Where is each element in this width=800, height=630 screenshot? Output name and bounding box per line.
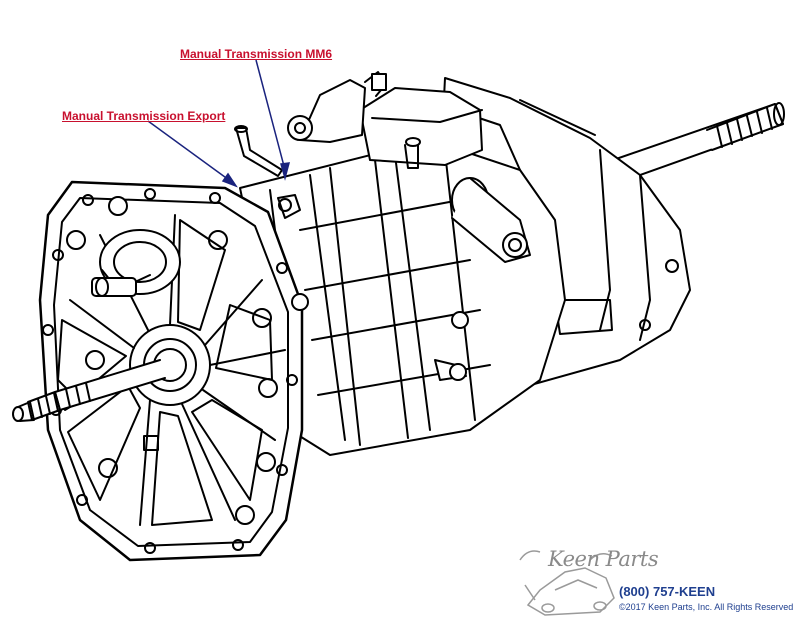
leader-arrow-mm6 — [280, 162, 291, 181]
phone-number: (800) 757-KEEN — [619, 584, 716, 599]
output-shaft — [589, 102, 785, 191]
callout-link-manual-transmission-export[interactable]: Manual Transmission Export — [62, 109, 226, 123]
copyright-notice: ©2017 Keen Parts, Inc. All Rights Reserv… — [619, 602, 794, 612]
bellhousing-flange — [38, 180, 469, 562]
keen-parts-logo: Keen Parts — [548, 547, 659, 571]
shifter-tower — [359, 87, 483, 169]
leader-line-export — [147, 120, 230, 181]
callout-link-manual-transmission-mm6[interactable]: Manual Transmission MM6 — [180, 47, 333, 61]
input-shaft — [12, 359, 166, 422]
leader-arrow-export — [221, 172, 238, 188]
keen-parts-car-logo — [519, 550, 615, 616]
side-bolt — [434, 359, 467, 381]
top-sensor — [287, 71, 387, 143]
tag-bracket — [277, 194, 301, 219]
leader-line-mm6 — [255, 59, 286, 171]
side-sensor — [451, 177, 531, 263]
